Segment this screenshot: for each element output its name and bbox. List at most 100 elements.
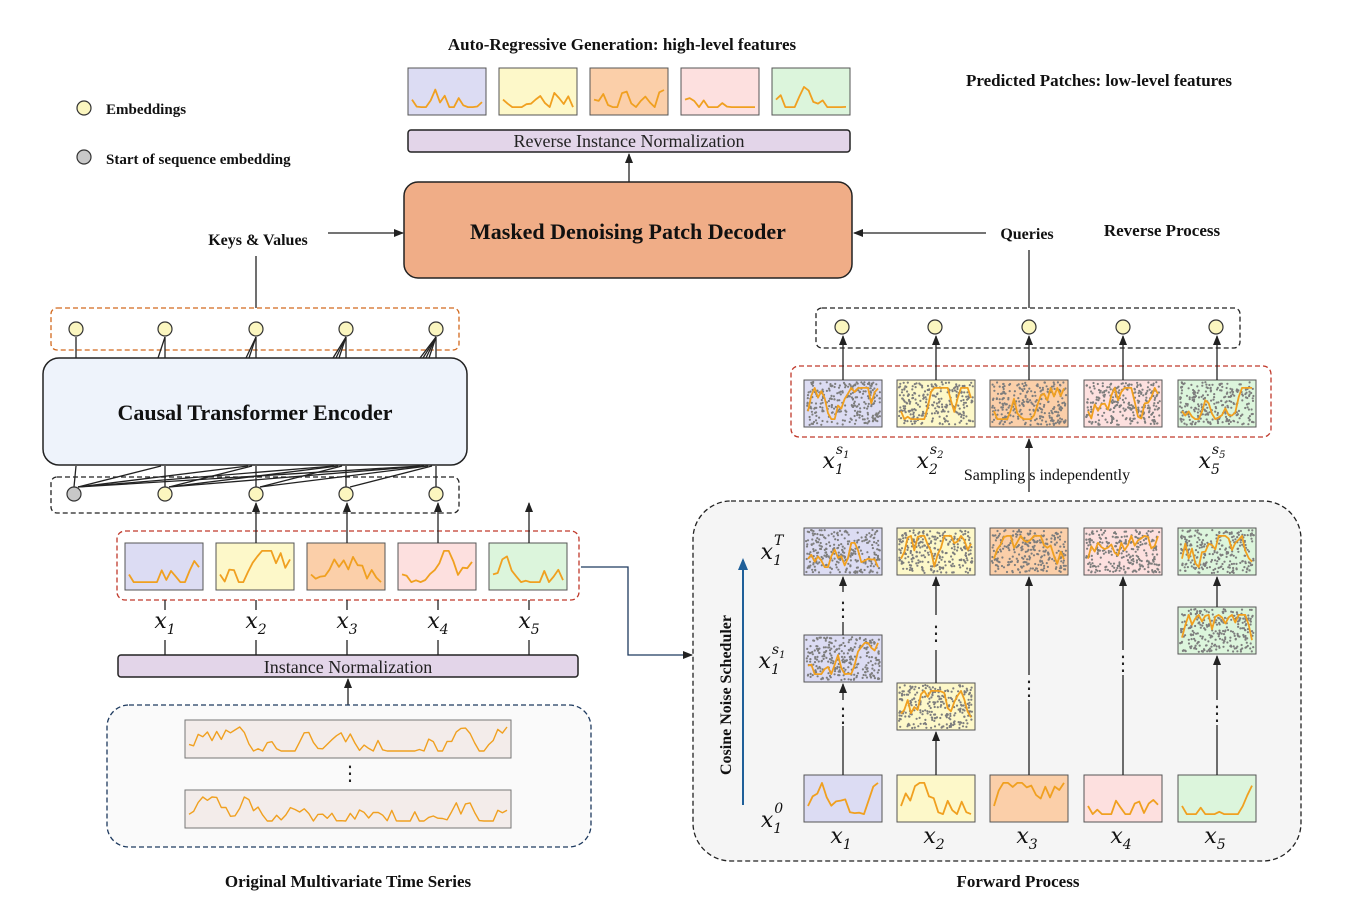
noise-dot: [999, 548, 1002, 551]
noise-dot: [1114, 545, 1118, 548]
noise-dot: [1045, 538, 1048, 541]
noise-dot: [1158, 414, 1161, 417]
noise-dot: [1040, 563, 1043, 567]
noise-dot: [846, 652, 849, 655]
noise-dot: [1241, 413, 1244, 416]
noise-dot: [941, 556, 944, 559]
noise-dot: [1191, 629, 1194, 633]
encoder-output-embeddings: [68, 321, 444, 337]
noise-dot: [821, 655, 824, 658]
noise-dot: [1001, 408, 1004, 411]
noise-dot: [849, 559, 853, 562]
noise-dot: [940, 397, 943, 400]
noise-dot: [866, 667, 869, 670]
noise-dot: [1150, 391, 1153, 394]
noise-dot: [921, 713, 924, 716]
noise-dot: [1246, 644, 1249, 648]
noise-dot: [1122, 401, 1126, 404]
noise-dot: [1181, 613, 1184, 616]
noise-dot: [1017, 568, 1020, 571]
noise-dot: [843, 537, 846, 540]
noise-dot: [834, 538, 837, 541]
noise-dot: [839, 553, 843, 556]
noise-dot: [1194, 608, 1197, 611]
noise-dot: [912, 538, 915, 541]
noise-dot: [842, 658, 845, 661]
noise-dot: [962, 398, 965, 402]
noise-dot: [1204, 644, 1208, 647]
noise-dot: [850, 553, 854, 556]
noise-dot: [1231, 550, 1234, 553]
noise-dot: [1021, 545, 1024, 548]
noise-dot: [1148, 407, 1151, 410]
noise-dot: [910, 704, 913, 707]
noise-dot: [1136, 537, 1139, 540]
noise-dot: [854, 642, 857, 645]
noise-dot: [810, 422, 813, 425]
noise-dot: [1236, 632, 1239, 636]
noise-dot: [1246, 637, 1249, 640]
noise-dot: [992, 544, 995, 547]
noise-dot: [1188, 535, 1192, 538]
noise-dot: [1088, 533, 1091, 536]
noise-dot: [1194, 406, 1197, 409]
noise-dot: [1090, 571, 1093, 574]
noise-dot: [907, 693, 910, 696]
noise-dot: [1131, 407, 1134, 410]
noise-dot: [968, 536, 971, 539]
noise-dot: [904, 405, 907, 408]
noise-dot: [964, 401, 968, 404]
noise-dot: [1089, 563, 1092, 566]
noise-dot: [1064, 564, 1067, 567]
noise-dot: [1249, 623, 1252, 626]
noise-dot: [1183, 536, 1186, 539]
noise-dot: [818, 416, 821, 419]
noise-dot: [1157, 407, 1160, 410]
noise-dot: [830, 659, 833, 662]
noise-dot: [837, 551, 840, 554]
noise-dot: [1204, 390, 1207, 393]
noise-dot: [1211, 529, 1214, 532]
noise-dot: [1190, 422, 1193, 425]
noise-dot: [815, 414, 818, 417]
noise-dot: [1064, 387, 1067, 390]
noise-dot: [1120, 567, 1123, 570]
noise-dot: [993, 389, 996, 392]
output-patch: [771, 67, 851, 116]
noise-dot: [909, 549, 913, 553]
noise-dot: [928, 710, 931, 713]
noise-dot: [814, 402, 818, 405]
noise-dot: [948, 724, 951, 728]
noise-dot: [819, 541, 822, 545]
noise-dot: [904, 419, 907, 422]
noise-dot: [1061, 407, 1064, 410]
noise-dot: [898, 719, 901, 722]
noise-dot: [991, 546, 994, 549]
noise-dot: [1152, 384, 1155, 387]
noise-dot: [904, 552, 908, 556]
noise-dot: [872, 419, 875, 422]
noise-dot: [1025, 384, 1028, 387]
noise-dot: [1249, 647, 1252, 650]
noise-dot: [1053, 536, 1057, 540]
noise-dot: [1152, 549, 1155, 552]
noise-dot: [872, 381, 875, 384]
noise-dot: [1227, 628, 1230, 632]
noise-dot: [863, 406, 866, 409]
noise-dot: [1232, 650, 1235, 653]
noise-dot: [948, 560, 951, 563]
noise-dot: [1094, 402, 1097, 405]
noise-dot: [1099, 556, 1102, 559]
noise-dot: [845, 567, 848, 570]
noise-dot: [863, 639, 866, 642]
noise-dot: [1208, 552, 1211, 556]
noise-dot: [1060, 531, 1063, 534]
noise-dot: [1187, 609, 1190, 613]
noise-dot: [938, 568, 942, 571]
noise-dot: [936, 536, 939, 540]
vertical-ellipsis: ⋮: [833, 703, 853, 727]
noise-dot: [1024, 396, 1027, 399]
noise-dot: [869, 569, 872, 572]
noise-dot: [1051, 558, 1054, 561]
noise-dot: [1225, 552, 1228, 555]
